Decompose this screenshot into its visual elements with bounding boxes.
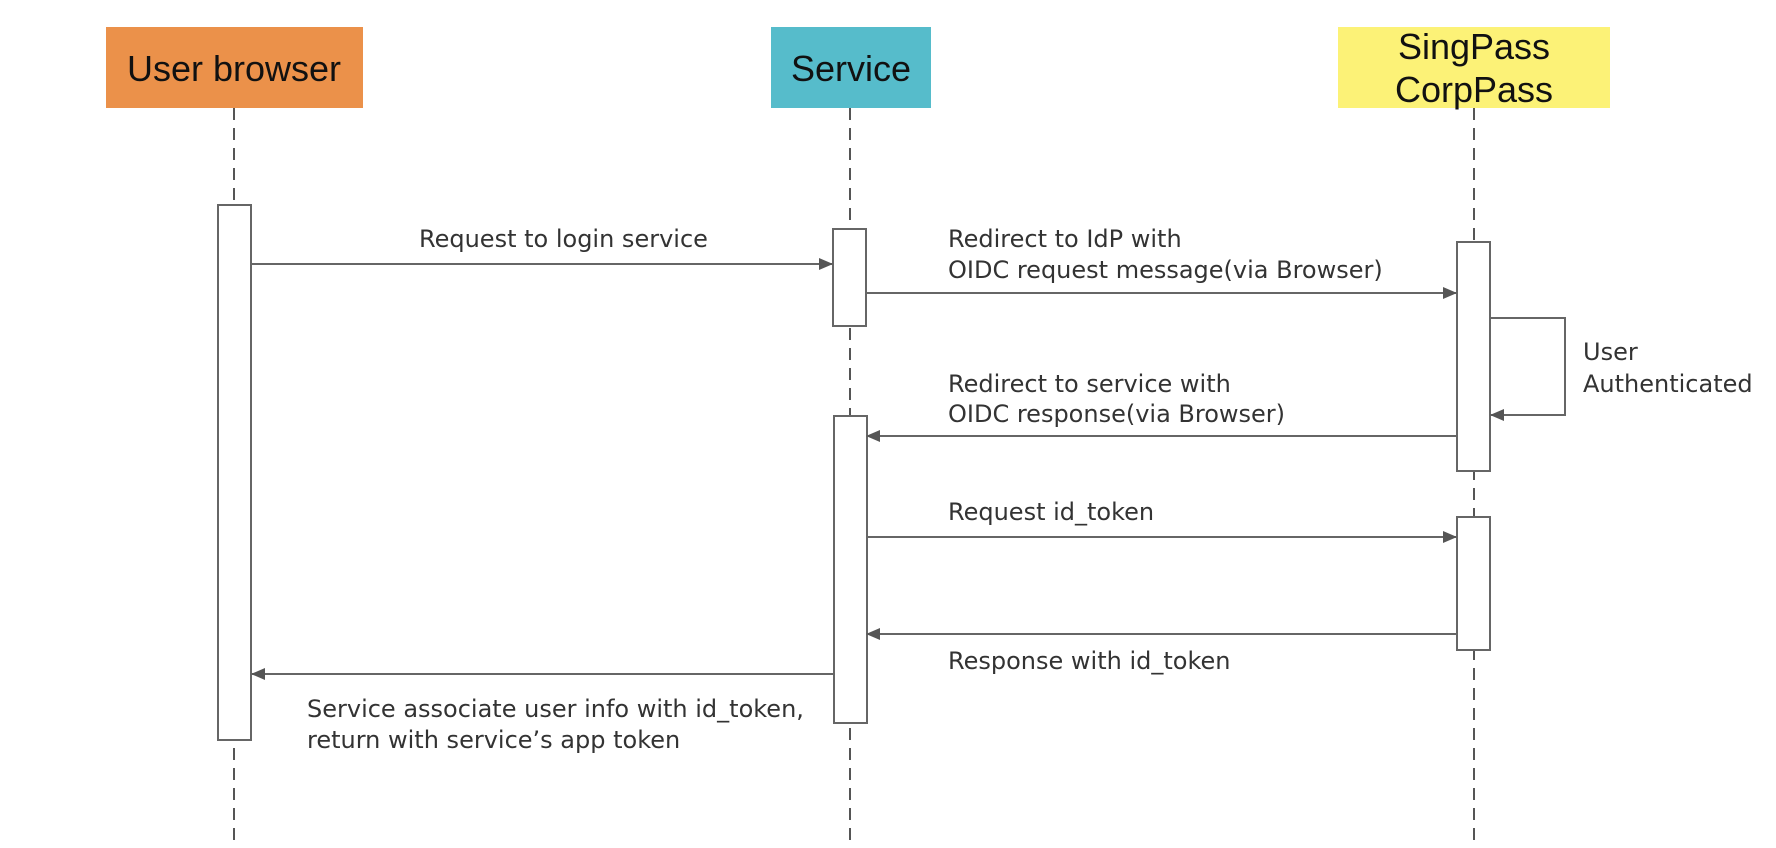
activation-user-browser [217, 204, 252, 741]
actor-singpass-corppass: SingPass CorpPass [1338, 26, 1610, 110]
activation-idp-2 [1456, 516, 1491, 651]
message-request-id-token: Request id_token [867, 498, 1457, 543]
label-user-authenticated-line1: User [1583, 338, 1638, 366]
actor-label-corppass: CorpPass [1395, 69, 1553, 110]
label-response-id-token: Response with id_token [948, 647, 1230, 675]
label-return-app-token-line2: return with service’s app token [307, 726, 680, 754]
actor-label-user-browser: User browser [127, 48, 341, 89]
message-redirect-idp: Redirect to IdP with OIDC request messag… [866, 225, 1457, 299]
actor-box-singpass-corppass [1338, 27, 1610, 108]
label-redirect-service-line1: Redirect to service with [948, 370, 1231, 398]
message-return-app-token: Service associate user info with id_toke… [251, 668, 834, 754]
actor-box-user-browser [106, 27, 363, 108]
label-return-app-token-line1: Service associate user info with id_toke… [307, 695, 804, 723]
message-user-authenticated: User Authenticated [1490, 317, 1753, 421]
label-redirect-idp-line1: Redirect to IdP with [948, 225, 1182, 253]
actor-box-service [771, 27, 931, 108]
message-redirect-service: Redirect to service with OIDC response(v… [866, 370, 1457, 442]
actor-service: Service [771, 27, 931, 108]
arrow-user-authenticated [1490, 317, 1566, 421]
activation-service-2 [833, 415, 868, 724]
label-redirect-service-line2: OIDC response(via Browser) [948, 400, 1285, 428]
message-request-login: Request to login service [251, 225, 833, 270]
actor-label-service: Service [791, 48, 911, 89]
activation-service-1 [832, 228, 867, 327]
actor-user-browser: User browser [106, 27, 363, 108]
label-redirect-idp-line2: OIDC request message(via Browser) [948, 256, 1383, 284]
label-request-id-token: Request id_token [948, 498, 1154, 526]
label-user-authenticated-line2: Authenticated [1583, 370, 1753, 398]
actor-label-singpass: SingPass [1398, 26, 1550, 67]
message-response-id-token: Response with id_token [866, 628, 1457, 675]
activation-idp-1 [1456, 241, 1491, 472]
label-request-login: Request to login service [419, 225, 708, 253]
